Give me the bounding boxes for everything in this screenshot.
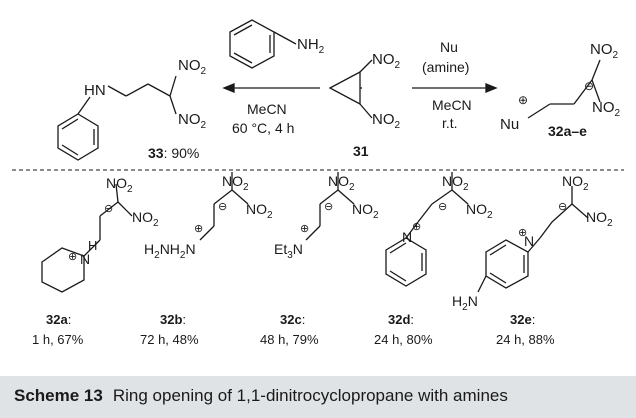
product-32-label: 32a–e (548, 123, 587, 139)
compound-32a-plus: ⊕ (68, 251, 77, 263)
left-conditions-temp: 60 °C, 4 h (232, 120, 294, 136)
compound-32c-structure (305, 172, 355, 241)
compound-32a-n: N (80, 251, 90, 267)
scheme-caption: Scheme 13 Ring opening of 1,1-dinitrocycl… (0, 376, 636, 418)
right-conditions-solvent: MeCN (432, 97, 472, 113)
compound-32b-no2-right: NO2 (246, 201, 273, 221)
compound-32a-conditions: 1 h, 67% (32, 332, 84, 347)
left-reaction-arrow (222, 83, 320, 93)
compound-32d-no2-right: NO2 (466, 201, 493, 221)
right-reaction-arrow (412, 83, 498, 93)
product-32-general-structure (527, 59, 601, 119)
compound-32a-h: H (88, 238, 97, 253)
left-conditions-solvent: MeCN (247, 101, 287, 117)
compound-32a-structure (41, 183, 133, 293)
compound-32e-plus: ⊕ (518, 227, 527, 239)
compound-32d-n: N (402, 229, 412, 245)
compound-32b-no2-top: NO2 (222, 173, 249, 193)
compound-32a-no2-top: NO2 (106, 175, 133, 195)
aniline-structure (229, 19, 297, 69)
compound-32a-label: 32a: (46, 312, 71, 327)
compound-32e-h2n: H2N (452, 293, 478, 313)
product-33-no2-top: NO2 (178, 57, 207, 77)
compound-32b-h2nh2n: H2NH2N (144, 241, 196, 261)
product-32-nu: Nu (500, 116, 519, 133)
product-33-label: 33: 90% (148, 145, 199, 161)
compound-32b-minus: ⊖ (218, 201, 227, 213)
compound-32e-no2-right: NO2 (586, 209, 613, 229)
scheme-caption-label: Scheme 13 (14, 386, 103, 405)
product-32-no2-top: NO2 (590, 41, 619, 61)
compound-32b-label: 32b: (160, 312, 186, 327)
compound-32d-conditions: 24 h, 80% (374, 332, 433, 347)
compound-32a-minus: ⊖ (104, 203, 113, 215)
compound-32c-no2-top: NO2 (328, 173, 355, 193)
product-33-hn: HN (84, 82, 106, 99)
compound-32a-no2-right: NO2 (132, 209, 159, 229)
compound-31-no2-bottom: NO2 (372, 111, 401, 131)
compound-32c-et3n: Et3N (274, 241, 303, 261)
scheme-caption-text: Ring opening of 1,1-dinitrocyclopropane … (112, 386, 508, 405)
product-33-structure (57, 75, 177, 161)
compound-32c-conditions: 48 h, 79% (260, 332, 319, 347)
compound-32b-structure (199, 172, 249, 241)
compound-32b-plus: ⊕ (194, 223, 203, 235)
product-33-no2-bottom: NO2 (178, 111, 207, 131)
compound-32b-conditions: 72 h, 48% (140, 332, 199, 347)
compound-32e-structure (477, 186, 589, 293)
compound-32d-plus: ⊕ (412, 221, 421, 233)
compound-31-label: 31 (353, 143, 369, 159)
compound-32e-label: 32e: (510, 312, 535, 327)
compound-31-no2-top: NO2 (372, 51, 401, 71)
compound-32e-minus: ⊖ (558, 201, 567, 213)
compound-32d-no2-top: NO2 (442, 173, 469, 193)
product-32-minus: ⊖ (584, 79, 594, 93)
compound-32d-structure (385, 172, 469, 287)
compound-32e-conditions: 24 h, 88% (496, 332, 555, 347)
compound-32e-no2-top: NO2 (562, 173, 589, 193)
product-32-plus: ⊕ (518, 93, 528, 107)
compound-32e-n: N (524, 233, 534, 249)
right-reagent-amine: (amine) (422, 59, 469, 75)
compound-32d-minus: ⊖ (438, 201, 447, 213)
compound-32c-minus: ⊖ (324, 201, 333, 213)
product-32-no2-bottom: NO2 (592, 99, 621, 119)
compound-32c-label: 32c: (280, 312, 305, 327)
compound-32c-no2-right: NO2 (352, 201, 379, 221)
right-reagent-nu: Nu (440, 39, 458, 55)
compound-32c-plus: ⊕ (300, 223, 309, 235)
compound-31-structure (328, 59, 373, 119)
right-conditions-temp: r.t. (442, 115, 458, 131)
aniline-nh2: NH2 (297, 36, 325, 56)
compound-32d-label: 32d: (388, 312, 414, 327)
